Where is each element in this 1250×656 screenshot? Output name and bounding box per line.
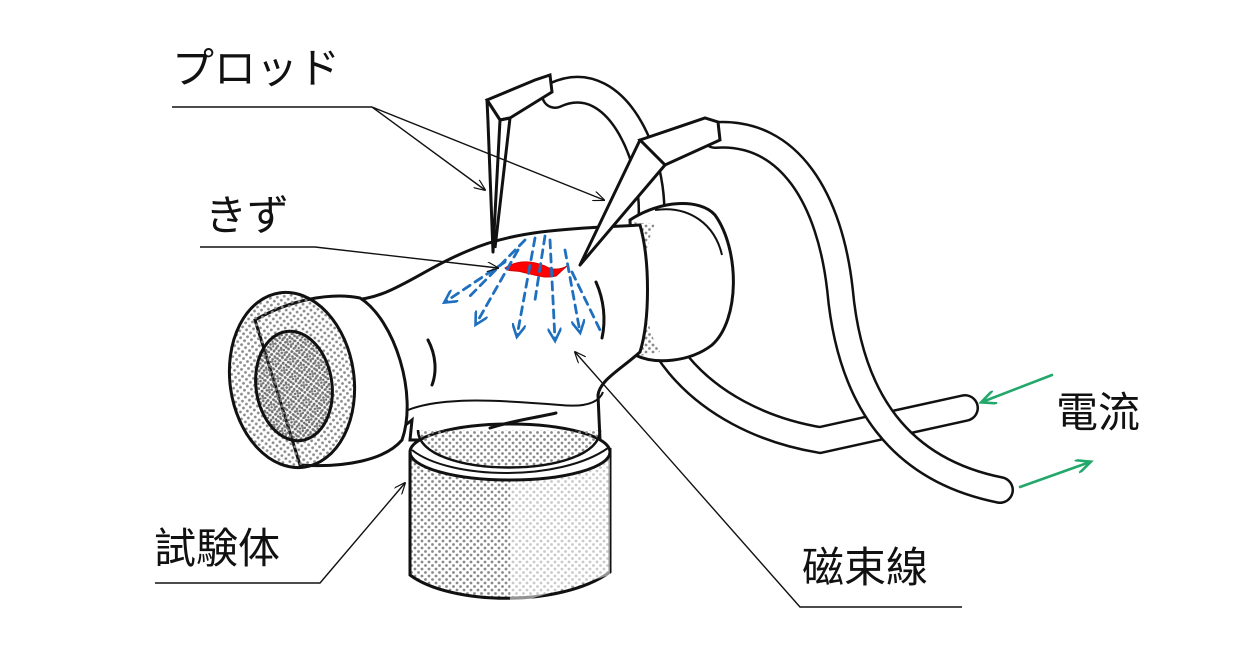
specimen-leader — [155, 483, 405, 584]
flux-lines — [445, 234, 602, 340]
flux-line — [533, 234, 547, 302]
flux-line — [445, 260, 507, 302]
prod-leader-to-right — [371, 106, 604, 200]
prod-label: プロッド — [172, 44, 341, 93]
leader-lines — [155, 106, 962, 608]
prod-right — [578, 116, 722, 267]
bottom-flange — [408, 422, 612, 605]
flaw-label: きず — [205, 191, 290, 240]
flux-line — [476, 248, 520, 324]
specimen-label: 試験体 — [154, 524, 281, 573]
left-flange — [227, 290, 409, 470]
current-out-arrow — [1018, 462, 1090, 489]
kizu-leader — [200, 246, 498, 268]
prod-leader-to-left — [371, 106, 485, 190]
prod-left — [484, 72, 554, 254]
flux-lines-label: 磁束線 — [802, 543, 929, 592]
current-arrows — [982, 373, 1090, 489]
flux-line — [570, 270, 602, 332]
current-in-arrow — [982, 373, 1054, 402]
flux-leader — [575, 352, 962, 608]
prod-cable-b — [701, 120, 1014, 504]
flux-line — [550, 238, 555, 340]
flux-line — [468, 238, 527, 298]
flux-line — [517, 236, 537, 336]
current-label: 電流 — [1056, 388, 1141, 437]
flux-line — [563, 248, 580, 332]
contour-marks — [426, 280, 606, 430]
